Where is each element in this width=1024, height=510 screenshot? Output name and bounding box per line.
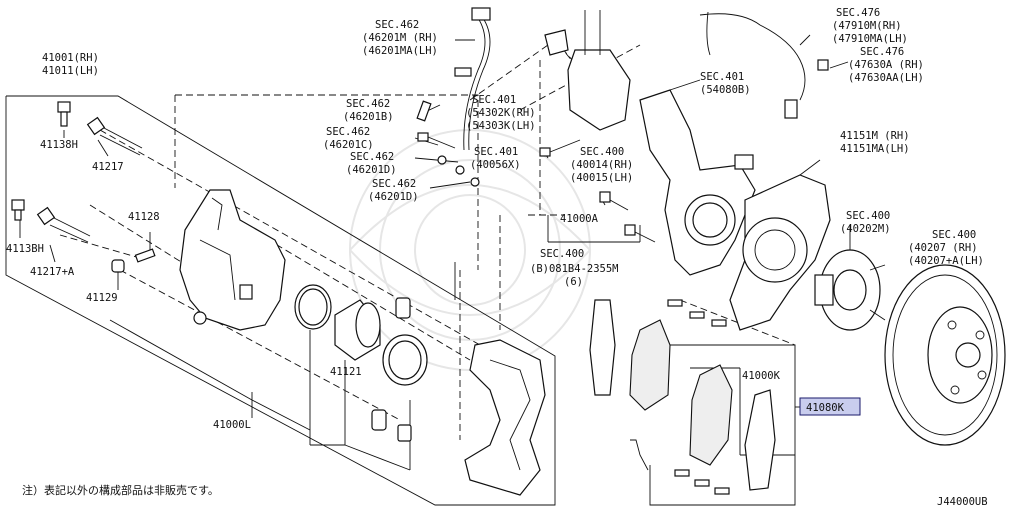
label-sec401-b-1[interactable]: SEC.401 — [472, 94, 516, 106]
label-sec400-d-1[interactable]: SEC.400 — [540, 248, 584, 260]
label-sec462-a-2[interactable]: (46201M (RH) — [362, 32, 438, 44]
label-41121[interactable]: 41121 — [330, 366, 362, 378]
bracket-piece — [544, 29, 569, 56]
label-41138h[interactable]: 41138H — [40, 139, 78, 151]
label-sec462-d-1[interactable]: SEC.462 — [350, 151, 394, 163]
label-sec462-c-1[interactable]: SEC.462 — [326, 126, 370, 138]
label-sec400-b-1[interactable]: SEC.400 — [846, 210, 890, 222]
label-sec401-c-1[interactable]: SEC.401 — [474, 146, 518, 158]
brake-hose — [454, 7, 491, 151]
label-sec462-c-2[interactable]: (46201C) — [323, 139, 374, 151]
anti-squeal-shim-outer — [744, 389, 776, 491]
washers — [437, 155, 480, 187]
hose-bracket — [416, 100, 432, 122]
label-41129[interactable]: 41129 — [86, 292, 118, 304]
anti-squeal-shim — [589, 299, 616, 396]
label-sec400-c-1[interactable]: SEC.400 — [932, 229, 976, 241]
diagram-code: J44000UB — [937, 496, 988, 508]
label-41151-1[interactable]: 41151M (RH) — [840, 130, 910, 142]
knuckle-bolt — [539, 139, 581, 157]
label-sec476-a-1[interactable]: SEC.476 — [836, 7, 880, 19]
pad-clips-bottom — [674, 469, 730, 495]
label-sec476-a-2[interactable]: (47910M(RH) — [832, 20, 902, 32]
parts — [11, 7, 1006, 496]
pin-boot-upper — [395, 297, 411, 319]
caliper-body — [179, 189, 286, 331]
label-sec400-a-1[interactable]: SEC.400 — [580, 146, 624, 158]
dust-shield — [729, 174, 831, 331]
highlight-41080k — [799, 397, 861, 416]
label-sec401-a-2[interactable]: (54080B) — [700, 84, 751, 96]
bolt-41138h — [57, 101, 71, 127]
part-labels: SEC.462 (46201M (RH) (46201MA(LH) SEC.47… — [6, 7, 984, 431]
disc-rotor — [884, 264, 1006, 446]
label-sec400-a-2[interactable]: (40014(RH) — [570, 159, 633, 171]
label-sec476-b-1[interactable]: SEC.476 — [860, 46, 904, 58]
steering-knuckle — [639, 89, 756, 276]
label-41000l[interactable]: 41000L — [213, 419, 251, 431]
caliper-bracket — [464, 339, 546, 496]
label-sec400-c-3[interactable]: (40207+A(LH) — [908, 255, 984, 267]
label-sec400-a-3[interactable]: (40015(LH) — [570, 172, 633, 184]
label-sec462-d-2[interactable]: (46201D) — [346, 164, 397, 176]
label-sec401-a-1[interactable]: SEC.401 — [700, 71, 744, 83]
label-sec400-c-2[interactable]: (40207 (RH) — [908, 242, 978, 254]
abs-sensor-wire — [699, 11, 829, 119]
label-4113bh[interactable]: 4113BH — [6, 243, 44, 255]
label-sec462-a-1[interactable]: SEC.462 — [375, 19, 419, 31]
label-41080k[interactable]: 41080K — [806, 402, 845, 414]
label-41001-2[interactable]: 41011(LH) — [42, 65, 99, 77]
piston-boot — [382, 334, 428, 386]
pad-wear-spring — [630, 439, 649, 471]
label-41000k[interactable]: 41000K — [742, 370, 781, 382]
leader-lines — [5, 34, 941, 506]
label-sec400-d-2[interactable]: (B)081B4-2355M — [530, 263, 619, 275]
label-sec401-b-2[interactable]: (54302K(RH) — [466, 107, 536, 119]
seal-ring — [294, 284, 332, 330]
label-sec476-b-3[interactable]: (47630AA(LH) — [848, 72, 924, 84]
banjo-bolt — [417, 132, 456, 149]
label-sec476-a-3[interactable]: (47910MA(LH) — [832, 33, 908, 45]
label-sec462-b-2[interactable]: (46201B) — [343, 111, 394, 123]
guide-pin-41217a — [36, 206, 91, 243]
label-sec462-b-1[interactable]: SEC.462 — [346, 98, 390, 110]
piston-41121 — [334, 299, 381, 361]
bolt-41000a — [599, 191, 656, 243]
guide-pin-41217 — [86, 116, 143, 156]
label-sec462-a-3[interactable]: (46201MA(LH) — [362, 45, 438, 57]
label-41151-2[interactable]: 41151MA(LH) — [840, 143, 910, 155]
brake-pad-outer — [689, 364, 733, 466]
pad-clips-top — [667, 299, 727, 327]
label-41217a[interactable]: 41217+A — [30, 266, 75, 278]
footnote: 注）表記以外の構成部品は非販売です。 — [22, 483, 219, 497]
bolt-4113bh — [11, 199, 25, 221]
brake-pad-inner — [629, 319, 671, 411]
label-sec401-b-3[interactable]: (54303K(LH) — [466, 120, 536, 132]
label-41128[interactable]: 41128 — [128, 211, 160, 223]
label-sec462-e-2[interactable]: (46201D) — [368, 191, 419, 203]
label-sec400-d-3[interactable]: (6) — [564, 276, 583, 288]
label-41000a[interactable]: 41000A — [560, 213, 599, 225]
label-sec401-c-2[interactable]: (40056X) — [470, 159, 521, 171]
bleeder-41128 — [134, 248, 156, 263]
label-41217[interactable]: 41217 — [92, 161, 124, 173]
wheel-hub — [814, 249, 886, 331]
label-sec400-b-2[interactable]: (40202M) — [840, 223, 891, 235]
strut-mount — [567, 10, 631, 131]
pin-boot-lower — [371, 409, 412, 442]
label-sec462-e-1[interactable]: SEC.462 — [372, 178, 416, 190]
label-41001-1[interactable]: 41001(RH) — [42, 52, 99, 64]
label-sec476-b-2[interactable]: (47630A (RH) — [848, 59, 924, 71]
cap-41129 — [111, 259, 125, 273]
